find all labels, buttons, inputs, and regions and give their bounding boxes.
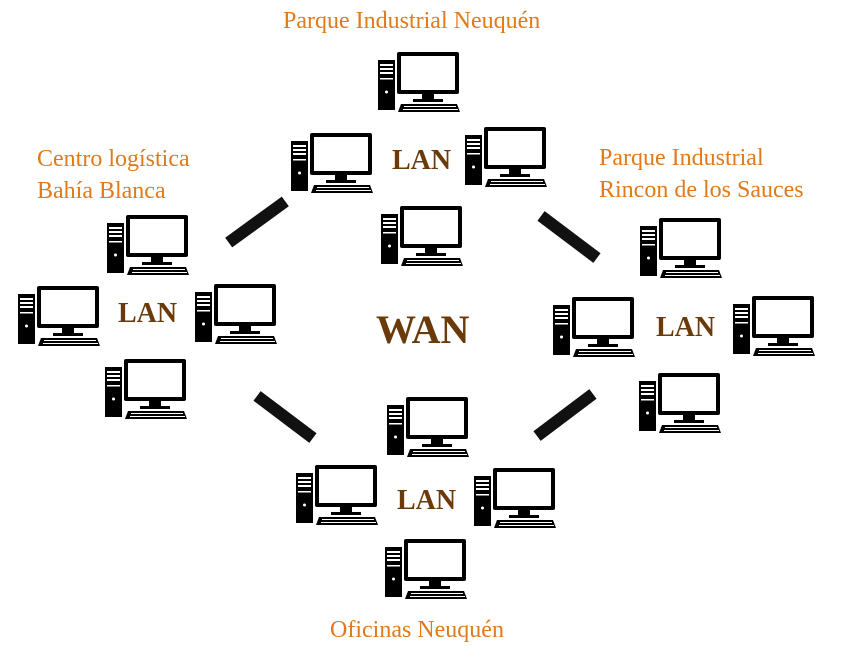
computer-icon bbox=[473, 466, 557, 530]
lan-label-north: LAN bbox=[392, 145, 452, 176]
computer-icon bbox=[17, 284, 101, 348]
wan-link-west-south bbox=[253, 391, 317, 443]
lan-label-west: LAN bbox=[118, 298, 178, 329]
site-name-west-line1: Centro logística bbox=[37, 146, 190, 172]
lan-label-south: LAN bbox=[397, 485, 457, 516]
computer-icon bbox=[377, 50, 461, 114]
site-name-north: Parque Industrial Neuquén bbox=[283, 8, 541, 34]
computer-icon bbox=[106, 213, 190, 277]
wan-link-east-south bbox=[533, 389, 597, 441]
computer-icon bbox=[464, 125, 548, 189]
site-name-east-line1: Parque Industrial bbox=[599, 145, 764, 171]
computer-icon bbox=[104, 357, 188, 421]
wan-link-north-east bbox=[537, 211, 601, 263]
computer-icon bbox=[290, 131, 374, 195]
lan-label-east: LAN bbox=[656, 312, 716, 343]
computer-icon bbox=[639, 216, 723, 280]
computer-icon bbox=[295, 463, 379, 527]
computer-icon bbox=[386, 395, 470, 459]
site-name-west-line2: Bahía Blanca bbox=[37, 178, 166, 204]
computer-icon bbox=[732, 294, 816, 358]
wan-link-north-west bbox=[225, 196, 289, 248]
site-name-south: Oficinas Neuquén bbox=[330, 617, 504, 643]
wan-label: WAN bbox=[376, 307, 470, 352]
site-name-east-line2: Rincon de los Sauces bbox=[599, 177, 804, 203]
computer-icon bbox=[638, 371, 722, 435]
computer-icon bbox=[194, 282, 278, 346]
computer-icon bbox=[380, 204, 464, 268]
computer-icon bbox=[552, 295, 636, 359]
computer-icon bbox=[384, 537, 468, 601]
